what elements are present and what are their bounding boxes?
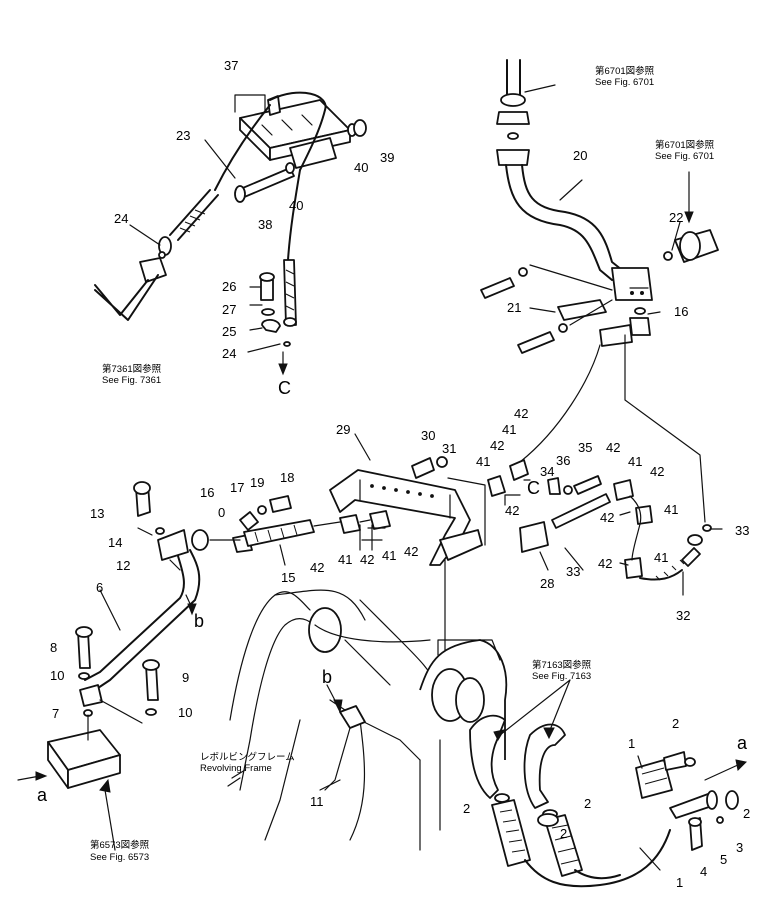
callout: 4: [700, 864, 707, 879]
pipe-20-assembly: [480, 59, 719, 523]
callout: 39: [380, 150, 394, 165]
callout: 34: [540, 464, 554, 479]
callout: 42: [514, 406, 528, 421]
callout: 16: [674, 304, 688, 319]
callout: 7: [52, 706, 59, 721]
callout: 33: [566, 564, 580, 579]
callout: 3: [736, 840, 743, 855]
callout: 42: [650, 464, 664, 479]
note-fig7163-jp: 第7163図参照: [532, 659, 592, 671]
callout: 30: [421, 428, 435, 443]
note-fig7163-en: See Fig. 7163: [532, 671, 591, 682]
callout: 42: [360, 552, 374, 567]
callout: 0: [218, 505, 225, 520]
note-frame-jp: レボルビングフレーム: [200, 751, 295, 763]
letter-b-mid: b: [194, 611, 204, 631]
callout: 31: [442, 441, 456, 456]
callout: 2: [584, 796, 591, 811]
callout: 19: [250, 475, 264, 490]
callout: 12: [116, 558, 130, 573]
figure-references: 第6701図参照 See Fig. 6701 第6701図参照 See Fig.…: [90, 65, 715, 863]
callout: 41: [654, 550, 668, 565]
callout: 42: [606, 440, 620, 455]
note-fig6701-right-jp: 第6701図参照: [655, 139, 715, 151]
callout: 42: [600, 510, 614, 525]
callout: 40: [289, 198, 303, 213]
callout: 2: [463, 801, 470, 816]
callout: 1: [628, 736, 635, 751]
callout: 16: [200, 485, 214, 500]
callout: 41: [664, 502, 678, 517]
callout: 6: [96, 580, 103, 595]
callout: 41: [476, 454, 490, 469]
callout: 21: [507, 300, 521, 315]
note-fig6701-top-jp: 第6701図参照: [595, 65, 655, 77]
callout: 28: [540, 576, 554, 591]
connection-letters: C C b b a a: [37, 378, 748, 805]
leader-lines: [99, 84, 723, 871]
letter-c-top: C: [278, 378, 291, 398]
callout: 42: [490, 438, 504, 453]
callout: 2: [672, 716, 679, 731]
callout: 35: [578, 440, 592, 455]
callout: 24: [114, 211, 128, 226]
callout: 2: [743, 806, 750, 821]
callout: 42: [310, 560, 324, 575]
callout: 27: [222, 302, 236, 317]
callout: 40: [354, 160, 368, 175]
note-frame-en: Revolving Frame: [200, 763, 272, 774]
callout: 15: [281, 570, 295, 585]
callout: 38: [258, 217, 272, 232]
note-fig6573-jp: 第6573図参照: [90, 839, 150, 851]
callout: 42: [505, 503, 519, 518]
callout: 2: [560, 826, 567, 841]
note-fig6701-top-en: See Fig. 6701: [595, 77, 654, 88]
callout: 36: [556, 453, 570, 468]
letter-a-right: a: [737, 733, 748, 753]
callout: 26: [222, 279, 236, 294]
callout: 9: [182, 670, 189, 685]
callout: 10: [178, 705, 192, 720]
callout: 13: [90, 506, 104, 521]
callout: 23: [176, 128, 190, 143]
callout: 42: [598, 556, 612, 571]
callout: 20: [573, 148, 587, 163]
letter-b-frame: b: [322, 667, 332, 687]
callout: 41: [338, 552, 352, 567]
callout: 1: [676, 875, 683, 890]
callout: 17: [230, 480, 244, 495]
callout: 5: [720, 852, 727, 867]
bracket-37-assembly: [94, 91, 367, 376]
callout: 22: [669, 210, 683, 225]
note-fig6573-en: See Fig. 6573: [90, 852, 149, 863]
callout: 32: [676, 608, 690, 623]
pipe-6-assembly: [17, 481, 241, 851]
note-fig7361-en: See Fig. 7361: [102, 375, 161, 386]
callout: 8: [50, 640, 57, 655]
note-fig7361-jp: 第7361図参照: [102, 363, 162, 375]
callout: 29: [336, 422, 350, 437]
callout: 37: [224, 58, 238, 73]
callout: 10: [50, 668, 64, 683]
callout: 42: [404, 544, 418, 559]
callout: 41: [628, 454, 642, 469]
callout: 25: [222, 324, 236, 339]
bracket-29-assembly: [232, 456, 712, 651]
callout: 24: [222, 346, 236, 361]
callout: 41: [502, 422, 516, 437]
callout: 18: [280, 470, 294, 485]
callout: 33: [735, 523, 749, 538]
hose-1-assembly: [469, 679, 748, 888]
note-fig6701-right-en: See Fig. 6701: [655, 151, 714, 162]
letter-a-left: a: [37, 785, 48, 805]
callout-numbers: 37 23 40 39 40 38 24 26 27 25 24 20 22 2…: [50, 58, 750, 890]
letter-c-mid: C: [527, 478, 540, 498]
callout: 14: [108, 535, 122, 550]
callout: 41: [382, 548, 396, 563]
callout: 11: [310, 794, 324, 809]
